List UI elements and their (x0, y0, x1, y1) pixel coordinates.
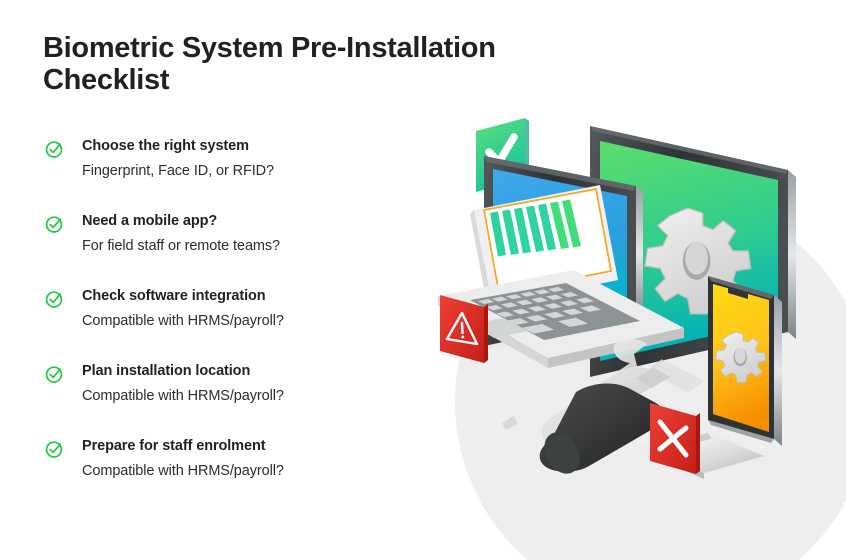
check-circle-icon (45, 215, 64, 234)
list-item-title: Prepare for staff enrolment (82, 438, 266, 454)
screwdriver-tool (539, 360, 704, 474)
list-item-description: Compatible with HRMS/payroll? (82, 313, 284, 329)
yellow-phone-with-gear (708, 276, 782, 446)
list-item-title: Check software integration (82, 288, 266, 304)
list-item-title: Need a mobile app? (82, 213, 218, 229)
check-circle-icon (45, 140, 64, 159)
list-item-description: Fingerprint, Face ID, or RFID? (82, 163, 274, 179)
list-item-title: Choose the right system (82, 138, 249, 154)
close-icon (657, 419, 689, 458)
list-item: Check software integration Compatible wi… (43, 286, 423, 336)
list-item: Need a mobile app? For field staff or re… (43, 211, 423, 261)
checklist: Choose the right system Fingerprint, Fac… (43, 136, 423, 486)
list-item: Prepare for staff enrolment Compatible w… (43, 436, 423, 486)
list-item-description: Compatible with HRMS/payroll? (82, 463, 284, 479)
list-item-description: For field staff or remote teams? (82, 238, 281, 254)
list-item: Choose the right system Fingerprint, Fac… (43, 136, 423, 186)
red-warning-triangle-card (440, 295, 488, 363)
list-item: Plan installation location Compatible wi… (43, 361, 423, 411)
list-item-description: Compatible with HRMS/payroll? (82, 388, 284, 404)
warning-triangle-icon (445, 311, 479, 346)
isometric-it-setup-illustration (418, 100, 846, 560)
red-cross-card (650, 403, 700, 474)
check-circle-icon (45, 440, 64, 459)
check-circle-icon (45, 290, 64, 309)
progress-bar (490, 199, 581, 257)
check-circle-icon (45, 365, 64, 384)
page-title: Biometric System Pre-Installation Checkl… (43, 32, 496, 96)
gear-icon (715, 331, 767, 383)
list-item-title: Plan installation location (82, 363, 251, 379)
